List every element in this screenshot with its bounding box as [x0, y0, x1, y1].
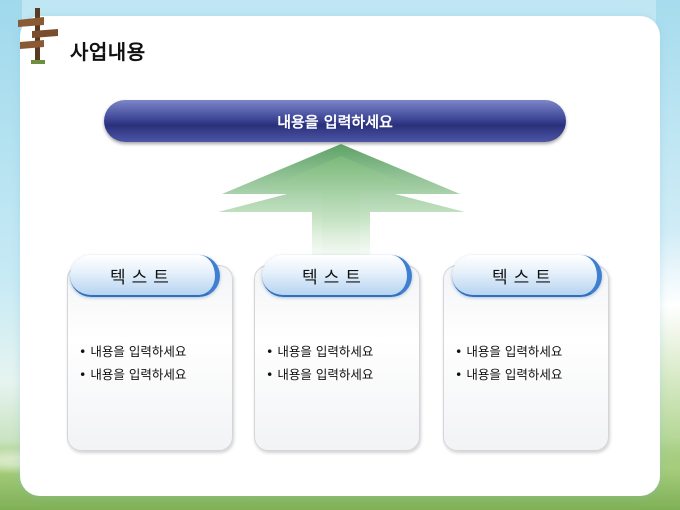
list-item: 내용을 입력하세요: [266, 363, 420, 386]
card-2-list: 내용을 입력하세요 내용을 입력하세요: [254, 340, 420, 386]
upward-arrow-graphic: [218, 144, 465, 282]
header-banner: 내용을 입력하세요: [104, 100, 566, 142]
card-1-heading: 텍스트: [110, 267, 175, 288]
list-item: 내용을 입력하세요: [79, 363, 233, 386]
list-item: 내용을 입력하세요: [266, 340, 420, 363]
card-3-list: 내용을 입력하세요 내용을 입력하세요: [443, 340, 609, 386]
list-item: 내용을 입력하세요: [79, 340, 233, 363]
sky-background-right: [656, 0, 680, 510]
sky-background-left: [0, 0, 22, 510]
banner-text: 내용을 입력하세요: [277, 112, 393, 131]
page-title: 사업내용: [70, 40, 146, 64]
list-item: 내용을 입력하세요: [455, 340, 609, 363]
card-1-header: 텍스트: [70, 255, 220, 297]
card-3-heading: 텍스트: [492, 267, 557, 288]
card-2-header: 텍스트: [262, 255, 412, 297]
list-item: 내용을 입력하세요: [455, 363, 609, 386]
card-3-header: 텍스트: [452, 255, 602, 297]
card-1-list: 내용을 입력하세요 내용을 입력하세요: [67, 340, 233, 386]
card-2-heading: 텍스트: [302, 267, 367, 288]
signpost-icon: [18, 8, 58, 64]
